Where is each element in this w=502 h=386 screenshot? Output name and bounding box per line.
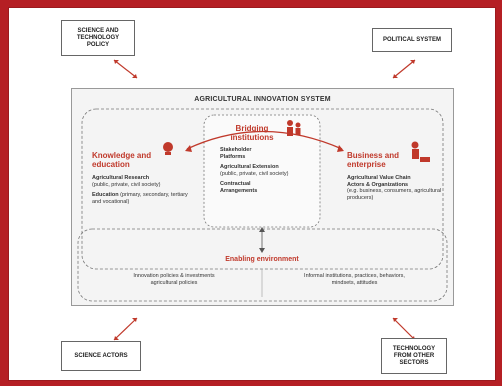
knowledge-list: Agricultural Research (public, private, … [92, 175, 192, 205]
arrow-top-left [113, 59, 138, 79]
arrow-top-right [392, 59, 416, 79]
knowledge-title: Knowledge and education [92, 151, 152, 169]
enabling-right: Informal institutions, practices, behavi… [304, 273, 405, 286]
bridging-item-extension-detail: (public, private, civil society) [220, 170, 289, 177]
corner-political-system: POLITICAL SYSTEM [372, 28, 452, 52]
business-title: Business and enterprise [347, 151, 400, 169]
business-item-value-chain: Agricultural Value Chain Actors & Organi… [347, 175, 411, 188]
lightbulb-icon [163, 142, 173, 152]
business-item-value-chain-detail: (e.g. business, consumers, agricultural … [347, 188, 442, 201]
corner-science-technology-policy: SCIENCE AND TECHNOLOGY POLICY [61, 20, 135, 56]
bridging-item-contractual: Contractual Arrangements [220, 181, 258, 194]
arrow-bottom-left [113, 317, 138, 341]
corner-science-actors: SCIENCE ACTORS [61, 341, 141, 371]
enabling-left: Innovation policies & investments agricu… [133, 273, 215, 286]
farmer-icon [411, 141, 419, 149]
bridging-list: Stakeholder Platforms Agricultural Exten… [220, 147, 315, 194]
knowledge-item-education-detail: (primary, secondary, tertiary and vocati… [92, 192, 188, 205]
knowledge-item-research: Agricultural Research [92, 175, 150, 181]
bridging-item-extension: Agricultural Extension [220, 164, 279, 170]
people-icon [287, 120, 293, 126]
arrow-bottom-right [392, 317, 416, 341]
knowledge-item-education: Education [92, 192, 119, 198]
inner-lines [77, 108, 448, 302]
business-list: Agricultural Value Chain Actors & Organi… [347, 175, 445, 201]
system-title: AGRICULTURAL INNOVATION SYSTEM [194, 96, 331, 103]
diagram-frame: SCIENCE AND TECHNOLOGY POLICY POLITICAL … [8, 7, 496, 381]
enabling-title: Enabling environment [212, 255, 312, 264]
bridging-item-stakeholder: Stakeholder Platforms [220, 147, 252, 160]
corner-technology-other-sectors: TECHNOLOGY FROM OTHER SECTORS [381, 338, 447, 374]
agricultural-innovation-system-box: AGRICULTURAL INNOVATION SYSTEM [71, 88, 454, 306]
knowledge-item-research-detail: (public, private, civil society) [92, 181, 161, 188]
bridging-title: Bridging institutions [230, 124, 274, 142]
